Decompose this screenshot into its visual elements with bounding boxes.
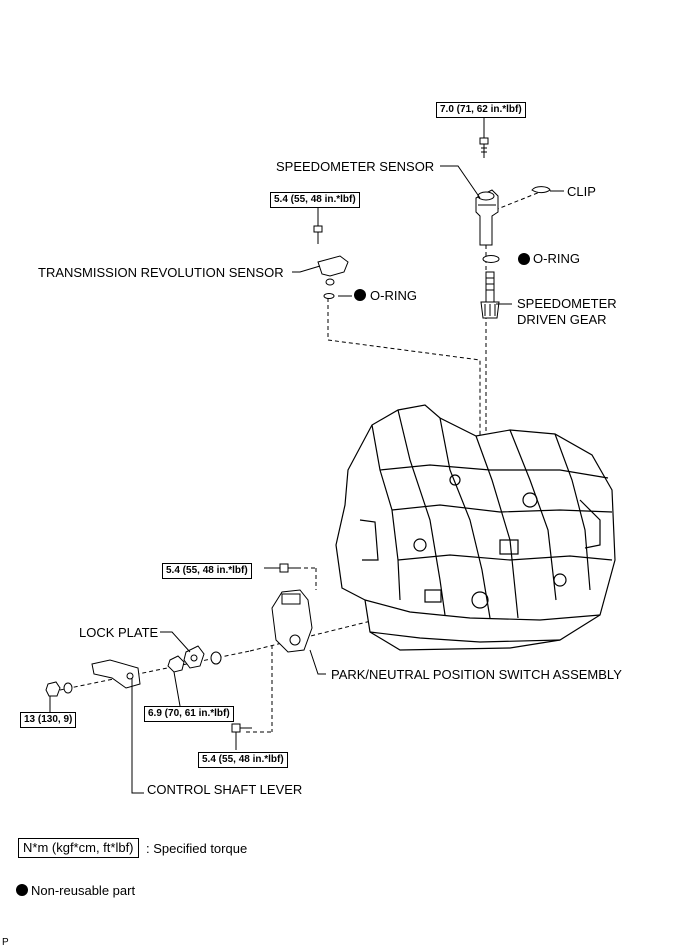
o-ring-top-icon <box>482 255 500 263</box>
speedometer-bolt-icon <box>479 137 489 158</box>
speedometer-driven-gear-icon <box>480 271 500 319</box>
clip-icon <box>531 186 551 194</box>
control-shaft-lever-icon <box>91 659 141 689</box>
o-ring-top-label: O-RING <box>533 251 580 266</box>
speedometer-driven-gear-label-line2: DRIVEN GEAR <box>517 312 607 327</box>
control-shaft-lever-label: CONTROL SHAFT LEVER <box>147 782 303 797</box>
switch-upper-bolt-icon <box>279 563 300 573</box>
torque-revolution-sensor-bolt: 5.4 (55, 48 in.*lbf) <box>270 192 360 208</box>
corner-mark: P <box>2 937 9 948</box>
torque-shaft-nut: 13 (130, 9) <box>20 712 77 728</box>
switch-lower-bolt-icon <box>231 723 252 733</box>
park-neutral-switch-label: PARK/NEUTRAL POSITION SWITCH ASSEMBLY <box>331 667 622 682</box>
non-reusable-marker-left <box>354 289 366 301</box>
clip-label: CLIP <box>567 184 596 199</box>
revolution-sensor-bolt-icon <box>313 225 323 244</box>
legend-non-reusable-text: Non-reusable part <box>31 883 136 898</box>
legend-torque-text: : Specified torque <box>146 841 248 856</box>
legend-torque-unit: N*m (kgf*cm, ft*lbf) <box>18 838 139 858</box>
shaft-nut-icon <box>45 681 61 697</box>
shaft-washer-icon <box>63 682 73 694</box>
torque-speedometer-bolt: 7.0 (71, 62 in.*lbf) <box>436 102 526 118</box>
speedometer-sensor-icon <box>475 189 499 246</box>
leader-lines <box>49 116 564 794</box>
transmission-housing-icon <box>335 404 616 651</box>
speedometer-driven-gear-label: SPEEDOMETER DRIVEN GEAR <box>517 296 617 327</box>
speedometer-sensor-label: SPEEDOMETER SENSOR <box>276 159 435 174</box>
transmission-revolution-sensor-label: TRANSMISSION REVOLUTION SENSOR <box>38 265 284 280</box>
lever-nut-icon <box>167 655 185 673</box>
speedometer-driven-gear-label-line1: SPEEDOMETER <box>517 296 617 311</box>
washer-icon <box>210 651 222 665</box>
torque-switch-bolt-upper: 5.4 (55, 48 in.*lbf) <box>162 563 252 579</box>
o-ring-left-icon <box>323 293 335 299</box>
park-neutral-switch-icon <box>271 589 313 653</box>
torque-switch-bolt-lower: 5.4 (55, 48 in.*lbf) <box>198 752 288 768</box>
o-ring-left-label: O-RING <box>370 288 417 303</box>
lock-plate-label: LOCK PLATE <box>79 625 159 640</box>
legend-non-reusable-marker <box>16 884 28 896</box>
transmission-revolution-sensor-icon <box>317 255 349 286</box>
non-reusable-marker-top <box>518 253 530 265</box>
torque-lever-nut: 6.9 (70, 61 in.*lbf) <box>144 706 234 722</box>
